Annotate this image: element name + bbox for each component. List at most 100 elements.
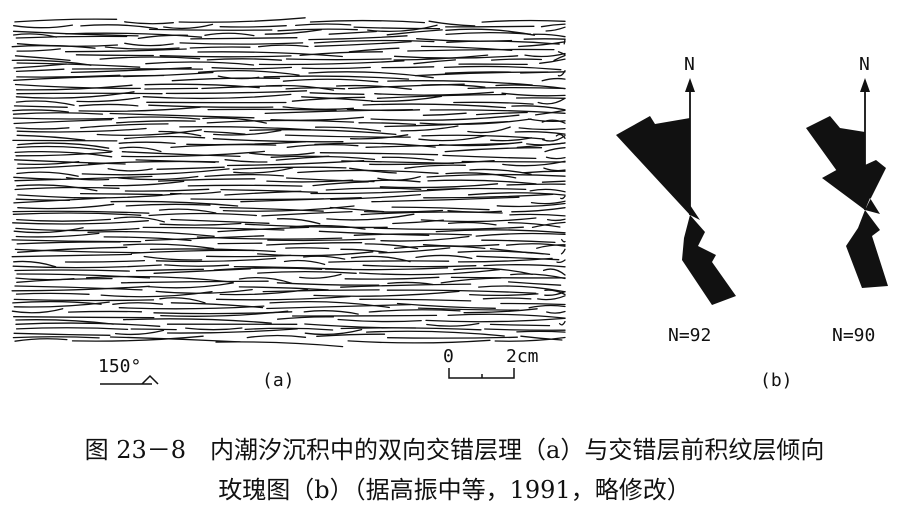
lamina-line [64, 48, 187, 53]
lamina-line [476, 255, 560, 261]
paleocurrent-scale-marker [100, 374, 159, 385]
lamina-line [16, 218, 112, 222]
lamina-line [483, 264, 566, 268]
lamina-line [13, 227, 84, 234]
lamina-line [469, 293, 539, 297]
lamina-line [224, 190, 302, 196]
lamina-line [13, 332, 111, 336]
lamina-line [467, 126, 511, 134]
lamina-line [516, 142, 566, 149]
lamina-line [202, 117, 267, 124]
lamina-line [13, 316, 155, 319]
lamina-line [373, 226, 524, 231]
lamina-line [371, 196, 520, 203]
lamina-line [427, 179, 537, 185]
lamina-line [137, 34, 189, 40]
lamina-line [170, 218, 270, 224]
lamina-line [13, 74, 165, 81]
lamina-line [537, 295, 566, 301]
lamina-line [396, 302, 496, 309]
lamina-line [347, 83, 465, 90]
lamina-line [118, 116, 201, 120]
lamina-line [158, 208, 217, 214]
rose1-north-label: N [684, 54, 695, 75]
lamina-line [71, 335, 204, 342]
lamina-line [544, 290, 566, 296]
lamina-line [17, 160, 80, 166]
lamina-line [283, 259, 326, 266]
lamina-line [79, 192, 163, 196]
lamina-line [316, 333, 386, 337]
lamina-line [262, 289, 380, 293]
lamina-line [160, 310, 289, 317]
lamina-line [490, 58, 543, 61]
lamina-line [429, 109, 566, 114]
lamina-line [124, 21, 174, 25]
lamina-line [494, 336, 566, 342]
lamina-line [297, 169, 439, 174]
lamina-line [76, 96, 141, 103]
lamina-line [328, 30, 377, 35]
lamina-line [507, 281, 562, 286]
lamina-line [179, 126, 311, 131]
lamina-line [557, 51, 566, 56]
lamina-line [359, 298, 472, 302]
lamina-line [377, 175, 421, 181]
lamina-line [414, 71, 549, 77]
lamina-line [546, 218, 566, 222]
lamina-line [13, 24, 74, 29]
lamina-line [264, 109, 414, 115]
lamina-line [463, 308, 538, 314]
lamina-line [518, 41, 566, 48]
lamina-line [14, 55, 71, 62]
lamina-line [215, 295, 351, 301]
lamina-line [12, 210, 150, 214]
lamina-line [560, 248, 566, 255]
lamina-line [381, 66, 435, 69]
lamina-line [147, 282, 235, 289]
lamina-line [78, 103, 139, 107]
lamina-line [392, 219, 444, 225]
lamina-line [475, 111, 528, 116]
lamina-line [217, 226, 310, 233]
lamina-line [348, 47, 400, 53]
lamina-line [117, 175, 199, 181]
lamina-line [545, 156, 566, 160]
lamina-line [522, 170, 566, 174]
lamina-line [212, 138, 344, 143]
lamina-line [370, 114, 520, 121]
lamina-line [445, 31, 532, 36]
lamina-line [386, 29, 443, 36]
lamina-line [407, 48, 555, 52]
lamina-line [114, 329, 165, 336]
lamina-line [301, 66, 371, 70]
lamina-line [540, 23, 566, 28]
lamina-line [65, 177, 110, 181]
lamina-line [313, 290, 460, 297]
lamina-line [87, 231, 215, 237]
lamina-line [15, 84, 133, 91]
lamina-line [426, 187, 527, 191]
lamina-line [15, 151, 112, 157]
lamina-line [501, 92, 566, 97]
lamina-line [258, 60, 405, 66]
lamina-line [500, 302, 566, 306]
lamina-line [386, 289, 537, 294]
lamina-line [453, 267, 533, 276]
lamina-line [337, 318, 422, 323]
rose2-count-label: N=90 [832, 325, 876, 346]
lamina-line [275, 155, 330, 161]
lamina-line [14, 285, 143, 291]
lamina-line [524, 52, 566, 58]
lamina-line [295, 23, 352, 27]
lamina-line [17, 246, 128, 253]
lamina-line [197, 51, 343, 58]
lamina-line [15, 127, 70, 130]
lamina-line [542, 268, 566, 276]
lamina-line [507, 221, 561, 228]
rose-diagram-n92 [616, 78, 736, 305]
lamina-line [484, 328, 566, 331]
lamina-line [16, 62, 141, 68]
lamina-line [330, 193, 422, 201]
lamina-line [266, 179, 354, 183]
